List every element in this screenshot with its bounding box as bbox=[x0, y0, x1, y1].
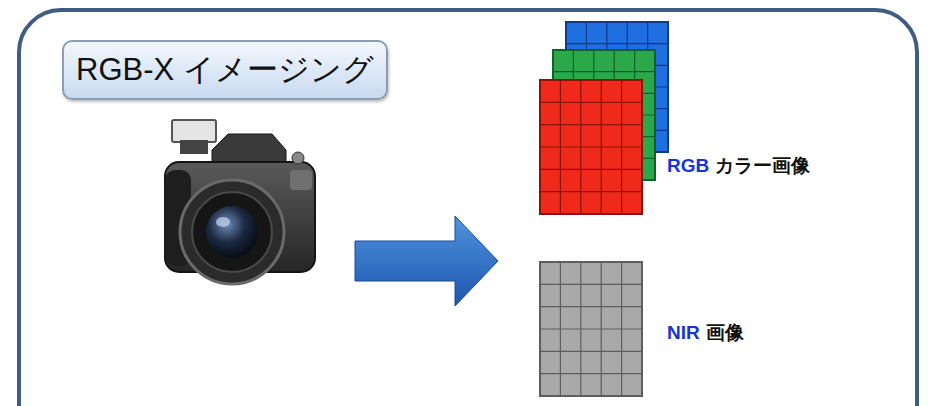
camera-icon bbox=[165, 120, 315, 284]
title-box: RGB-X イメージング bbox=[62, 40, 388, 100]
pixel-grid bbox=[540, 80, 642, 214]
image-label: 画像 bbox=[706, 322, 744, 343]
outer-panel bbox=[19, 10, 917, 406]
image-caption: NIR 画像 bbox=[667, 320, 744, 346]
image-caption: RGB カラー画像 bbox=[667, 153, 810, 179]
flow-arrow bbox=[355, 216, 498, 306]
image-grids bbox=[540, 22, 668, 396]
image-label: RGB bbox=[667, 155, 709, 176]
title-text: RGB-X イメージング bbox=[76, 49, 374, 91]
pixel-grid bbox=[540, 262, 642, 396]
image-label: NIR bbox=[667, 322, 700, 343]
image-label: カラー画像 bbox=[715, 155, 810, 176]
